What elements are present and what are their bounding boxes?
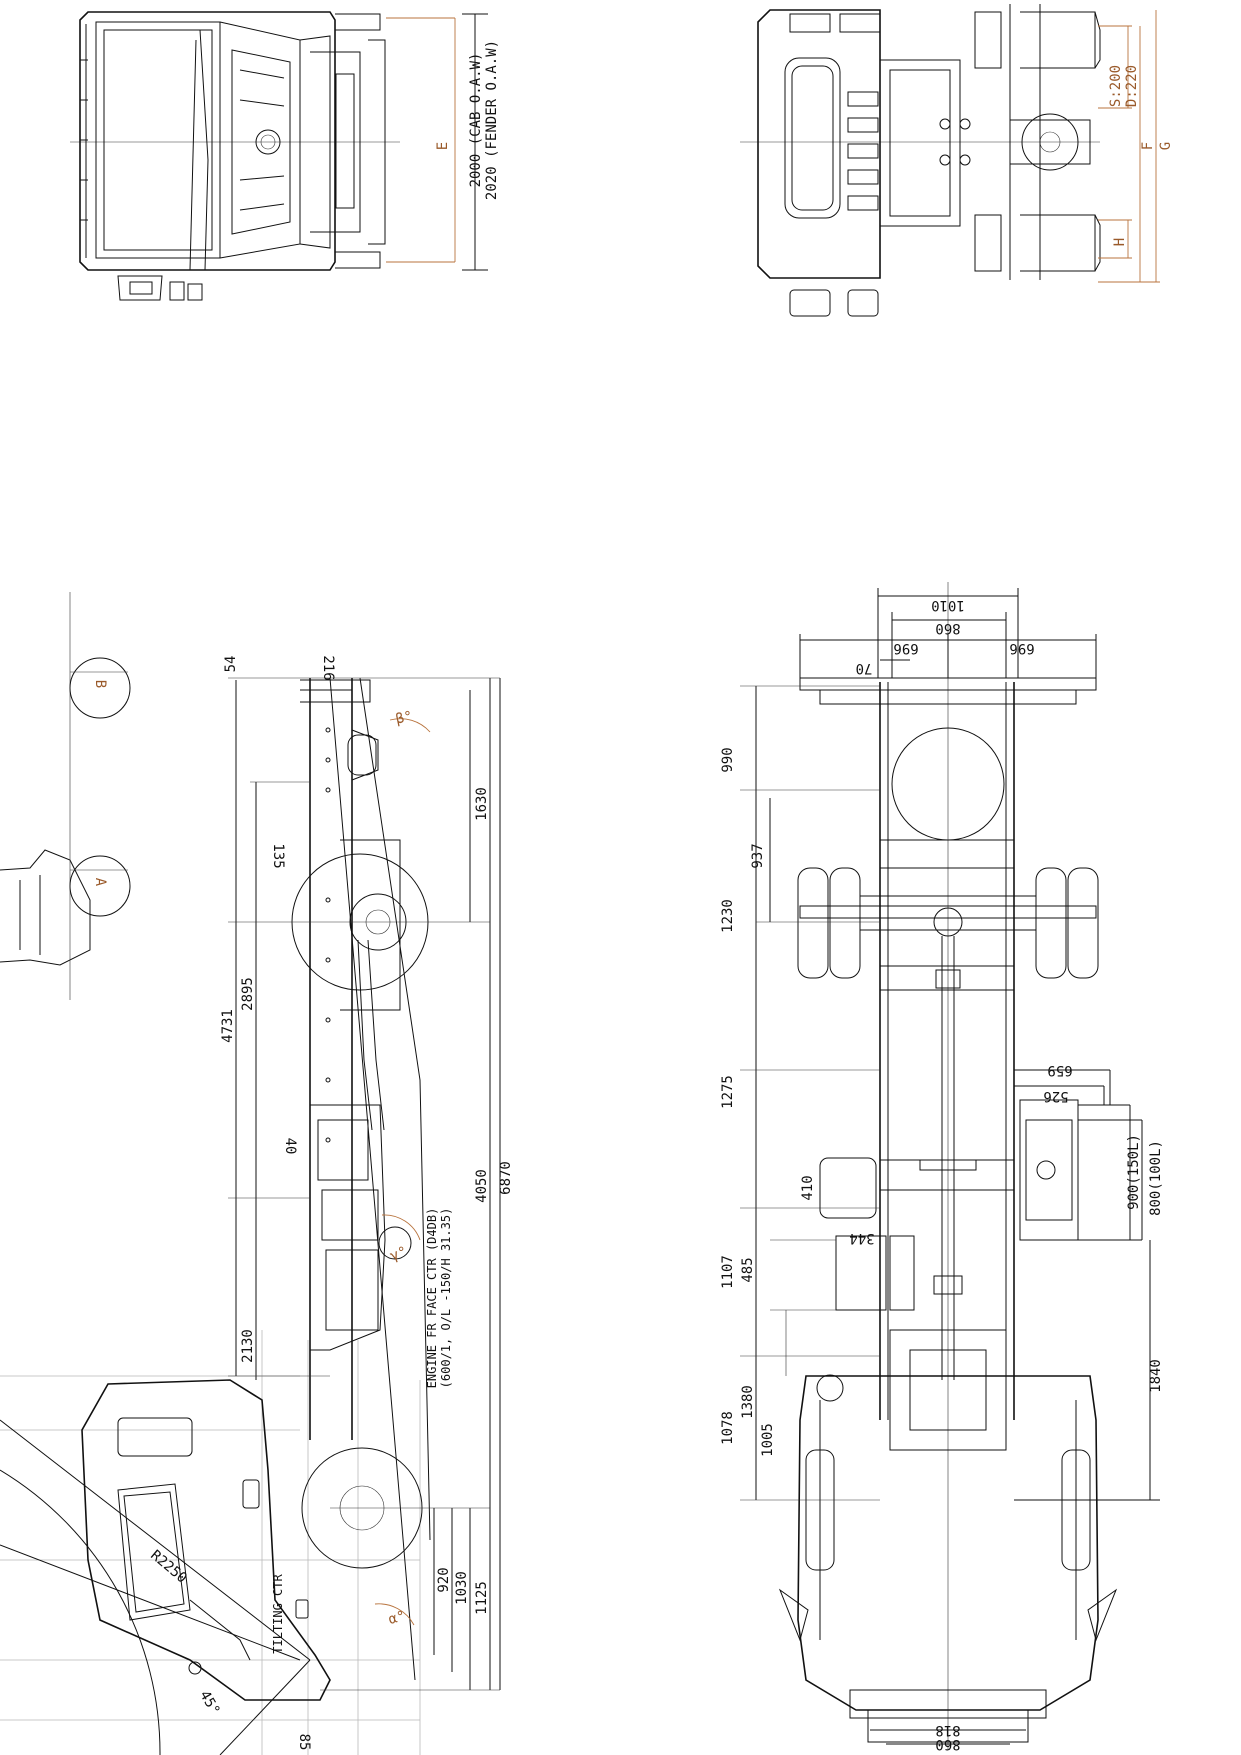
top-dim-1275: 1275 bbox=[720, 1075, 736, 1109]
side-engine-note-1: ENGINE FR FACE CTR (D4DB) bbox=[425, 1208, 439, 1389]
front-fender-width-label: 2020 (FENDER O.A.W) bbox=[484, 40, 500, 200]
top-dim-696-right: 696 bbox=[1009, 640, 1034, 656]
side-dim-85: 85 bbox=[296, 1734, 312, 1751]
rear-dim-g: G bbox=[1158, 142, 1174, 150]
front-cab-width-label: 2000 (CAB O.A.W) bbox=[468, 53, 484, 188]
top-dim-937: 937 bbox=[750, 843, 766, 868]
side-dim-54: 54 bbox=[223, 656, 239, 673]
top-dim-1078: 1078 bbox=[720, 1411, 736, 1445]
side-dim-2895: 2895 bbox=[240, 977, 256, 1011]
top-dim-818: 818 bbox=[935, 1722, 960, 1738]
front-dim-e: E bbox=[435, 142, 451, 150]
rear-dim-h: H bbox=[1112, 238, 1128, 246]
side-angle-alpha: α° bbox=[387, 1608, 407, 1628]
side-dim-6870: 6870 bbox=[498, 1161, 514, 1195]
top-dim-1230: 1230 bbox=[720, 899, 736, 933]
top-dim-1840: 1840 bbox=[1148, 1359, 1164, 1393]
side-engine-note-2: (600/1, O/L -150/H 31.35) bbox=[439, 1208, 453, 1389]
side-angle-beta: β° bbox=[394, 709, 414, 728]
top-dim-526: 526 bbox=[1043, 1088, 1068, 1104]
top-dim-990: 990 bbox=[720, 747, 736, 772]
top-dim-800: 800(100L) bbox=[1148, 1140, 1164, 1216]
rear-s-label: S:200 bbox=[1108, 65, 1124, 107]
top-dim-659: 659 bbox=[1047, 1062, 1072, 1078]
side-dim-4731: 4731 bbox=[220, 1009, 236, 1043]
side-dim-40: 40 bbox=[282, 1138, 298, 1155]
side-dim-2130: 2130 bbox=[240, 1329, 256, 1363]
top-dim-696-left: 696 bbox=[893, 640, 918, 656]
top-dim-900: 900(150L) bbox=[1126, 1134, 1142, 1210]
front-view: E 2000 (CAB O.A.W) 2020 (FENDER O.A.W) bbox=[70, 11, 500, 301]
side-angle-b: B bbox=[92, 680, 108, 688]
side-dim-4050: 4050 bbox=[474, 1169, 490, 1203]
side-dim-920: 920 bbox=[436, 1567, 452, 1592]
side-tilt-angle: 45° bbox=[196, 1688, 223, 1718]
top-dim-1380: 1380 bbox=[740, 1385, 756, 1419]
top-dim-1107: 1107 bbox=[720, 1255, 736, 1289]
side-tilting-ctr: TILTING CTR bbox=[271, 1573, 285, 1653]
top-dim-410: 410 bbox=[800, 1175, 816, 1200]
side-dim-1030: 1030 bbox=[454, 1571, 470, 1605]
top-dim-860-top: 860 bbox=[935, 620, 960, 636]
rear-view: S:200 D:220 F G H bbox=[740, 4, 1174, 317]
rear-d-label: D:220 bbox=[1124, 65, 1140, 107]
side-angle-gamma: γ° bbox=[388, 1244, 409, 1265]
top-dim-860-bottom: 860 bbox=[935, 1736, 960, 1752]
side-dim-135: 135 bbox=[270, 843, 286, 868]
top-dim-70: 70 bbox=[856, 660, 873, 676]
rear-dim-f: F bbox=[1140, 142, 1156, 150]
top-view: 1010 860 696 696 70 990 937 1230 1275 65… bbox=[720, 582, 1164, 1752]
side-angle-a: A bbox=[92, 878, 108, 887]
top-dim-485: 485 bbox=[740, 1257, 756, 1282]
top-dim-344: 344 bbox=[849, 1230, 874, 1246]
side-dim-1630: 1630 bbox=[474, 787, 490, 821]
top-dim-1005: 1005 bbox=[760, 1423, 776, 1457]
side-dim-216: 216 bbox=[320, 655, 336, 680]
top-dim-1010: 1010 bbox=[931, 597, 965, 613]
side-dim-1125: 1125 bbox=[474, 1581, 490, 1615]
side-view: A B β° γ° α° 45° R2250 TILTING CTR ENGIN… bbox=[0, 592, 514, 1755]
